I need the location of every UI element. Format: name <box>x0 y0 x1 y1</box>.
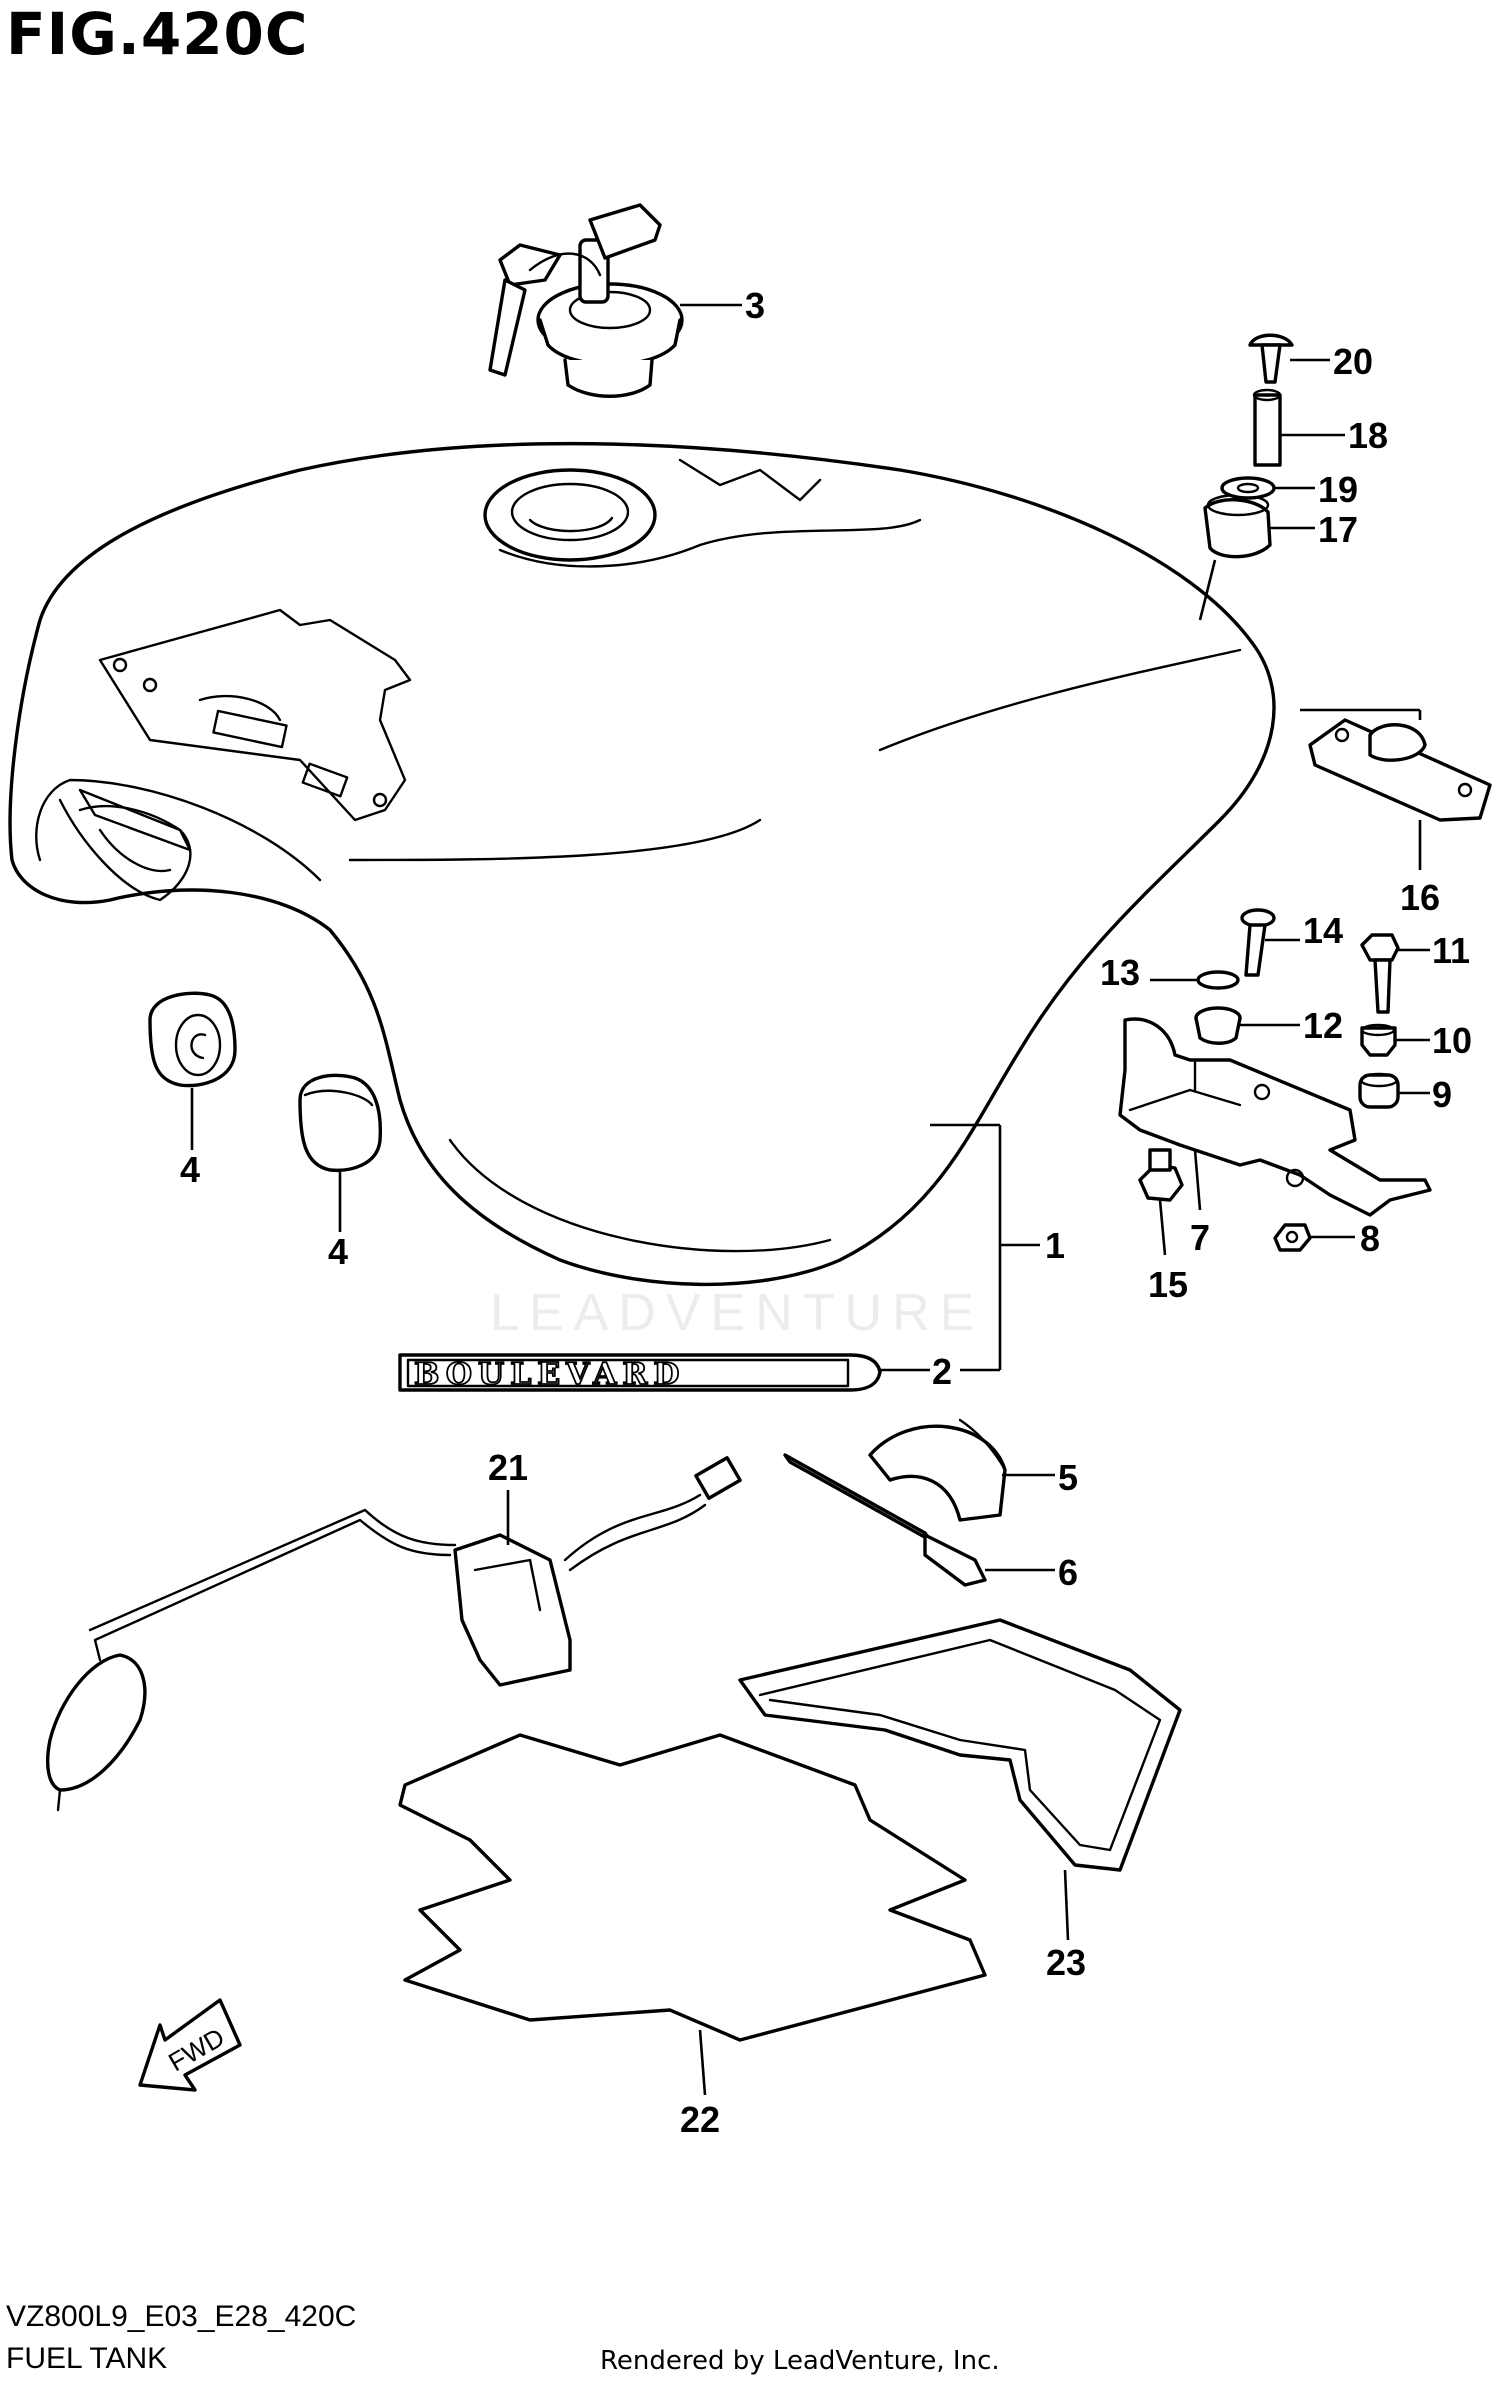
cushion-rubber <box>868 1418 1007 1522</box>
rubber-cushion-a <box>148 991 237 1088</box>
callout-5: 5 <box>1058 1457 1078 1498</box>
washer-19 <box>1220 476 1276 500</box>
callout-2: 2 <box>932 1351 952 1392</box>
callout-numbers: 3 1 2 4 4 5 6 7 8 9 10 11 12 13 14 15 16… <box>180 285 1472 2140</box>
protector-pad-22 <box>398 1733 987 2042</box>
callout-21: 21 <box>488 1447 528 1488</box>
screw-20 <box>1248 333 1294 384</box>
bolt-14 <box>1240 908 1276 977</box>
diagram-subtitle: FUEL TANK <box>6 2342 168 2375</box>
callout-22: 22 <box>680 2099 720 2140</box>
forward-direction-arrow: FWD <box>138 1998 242 2092</box>
fuel-tank-body <box>8 441 1276 1287</box>
rubber-cushion-b <box>298 1073 383 1173</box>
callout-8: 8 <box>1360 1218 1380 1259</box>
collar-10 <box>1360 1023 1397 1057</box>
callout-15: 15 <box>1148 1264 1188 1305</box>
emblem-text: BOULEVARD <box>414 1357 685 1392</box>
watermark-text: LEADVENTURE <box>490 1284 984 1342</box>
mounting-bracket <box>1118 1017 1432 1217</box>
callout-18: 18 <box>1348 415 1388 456</box>
nut-15 <box>1138 1148 1184 1202</box>
callout-10: 10 <box>1432 1020 1472 1061</box>
protector-pad-23 <box>738 1618 1182 1872</box>
callout-16: 16 <box>1400 877 1440 918</box>
callout-14: 14 <box>1303 910 1343 951</box>
bolt-11 <box>1360 933 1400 1014</box>
nut-8 <box>1273 1223 1312 1252</box>
leader-lines <box>190 303 1430 2096</box>
grommet-12 <box>1194 1006 1242 1045</box>
cushion-17 <box>1203 493 1272 559</box>
callout-9: 9 <box>1432 1074 1452 1115</box>
spacer-18 <box>1252 388 1282 467</box>
diagram-code: VZ800L9_E03_E28_420C <box>6 2300 357 2333</box>
grommet-9 <box>1358 1072 1400 1109</box>
render-credit: Rendered by LeadVenture, Inc. <box>600 2346 1000 2376</box>
callout-4b: 4 <box>328 1231 348 1272</box>
callout-7: 7 <box>1190 1217 1210 1258</box>
callout-6: 6 <box>1058 1552 1078 1593</box>
washer-13 <box>1196 970 1240 990</box>
callout-20: 20 <box>1333 341 1373 382</box>
callout-19: 19 <box>1318 469 1358 510</box>
fuel-cap <box>488 203 684 398</box>
callout-4a: 4 <box>180 1149 200 1190</box>
cable-tie <box>783 1453 987 1587</box>
callout-17: 17 <box>1318 509 1358 550</box>
boulevard-emblem: BOULEVARD <box>398 1353 882 1393</box>
callout-23: 23 <box>1046 1942 1086 1983</box>
fuel-level-sensor <box>46 1456 742 1812</box>
callout-12: 12 <box>1303 1005 1343 1046</box>
figure-title: FIG.420C <box>6 0 309 68</box>
callout-11: 11 <box>1432 930 1470 971</box>
callout-1: 1 <box>1045 1225 1065 1266</box>
callout-3: 3 <box>745 285 765 326</box>
callout-13: 13 <box>1100 952 1140 993</box>
cushion-16 <box>1308 718 1492 822</box>
